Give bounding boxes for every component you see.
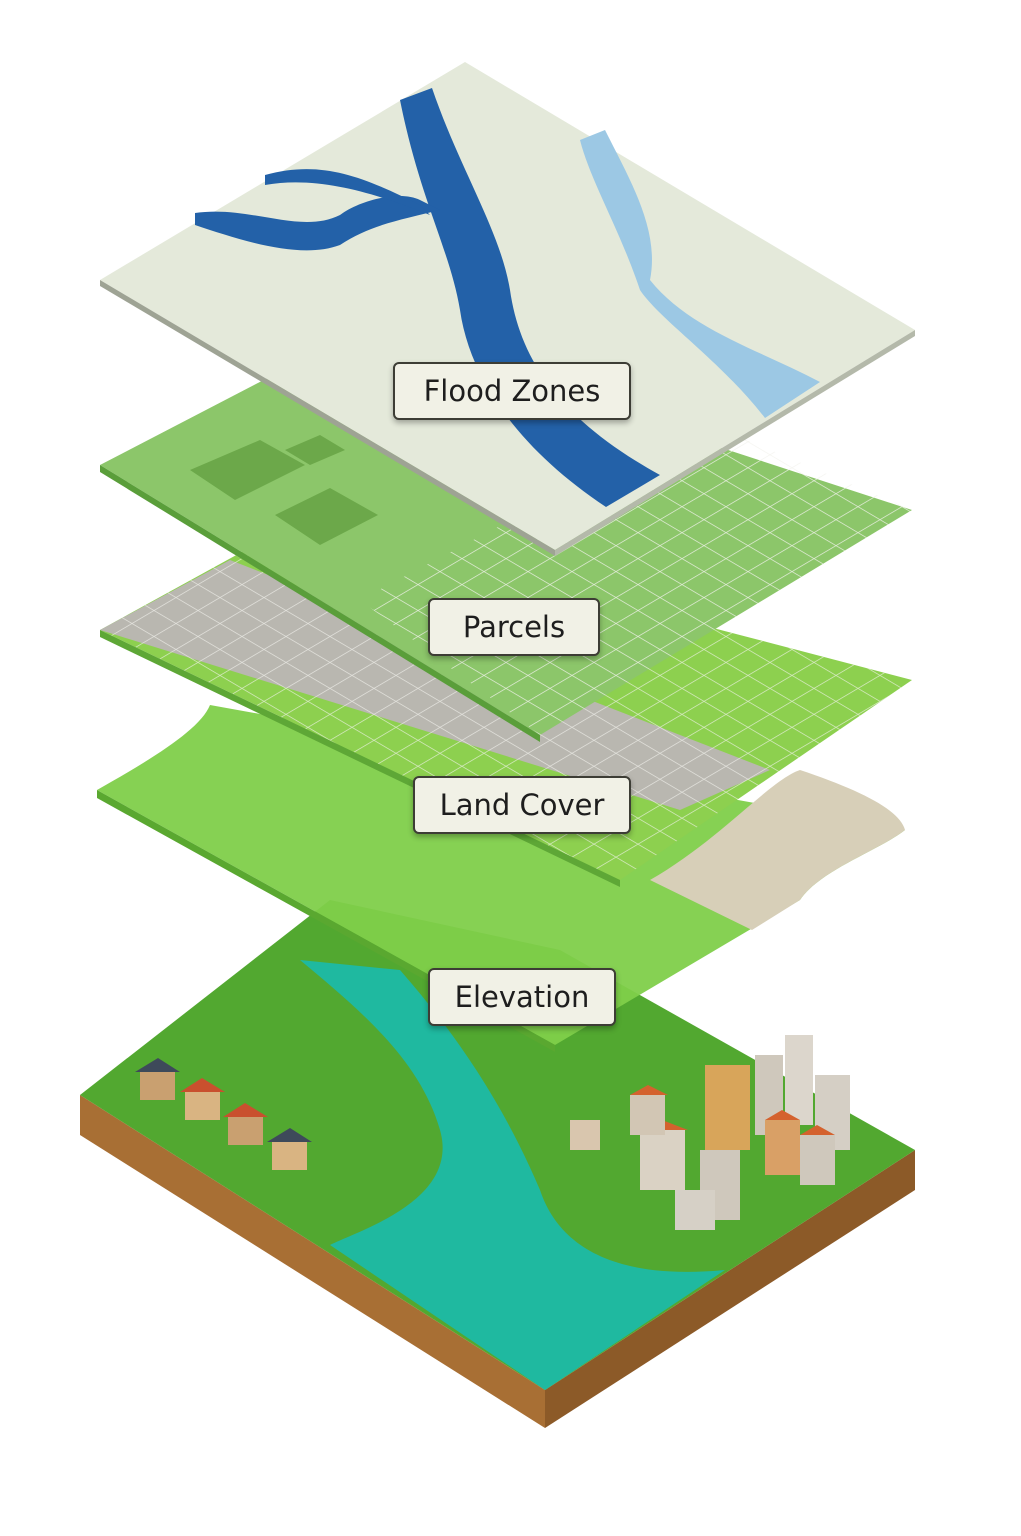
river-dark [400,88,660,507]
city-buildings [570,1035,850,1230]
layer-label-land-cover: Land Cover [413,776,631,834]
parcels-layer [100,330,912,742]
layer-label-flood-zones: Flood Zones [393,362,631,420]
layer-label-parcels: Parcels [428,598,600,656]
elevation-layer [80,900,915,1428]
flood-zones-layer [100,62,915,556]
layer-label-elevation: Elevation [428,968,616,1026]
houses [135,1058,312,1170]
river-light [580,130,820,418]
river-water [300,960,725,1390]
